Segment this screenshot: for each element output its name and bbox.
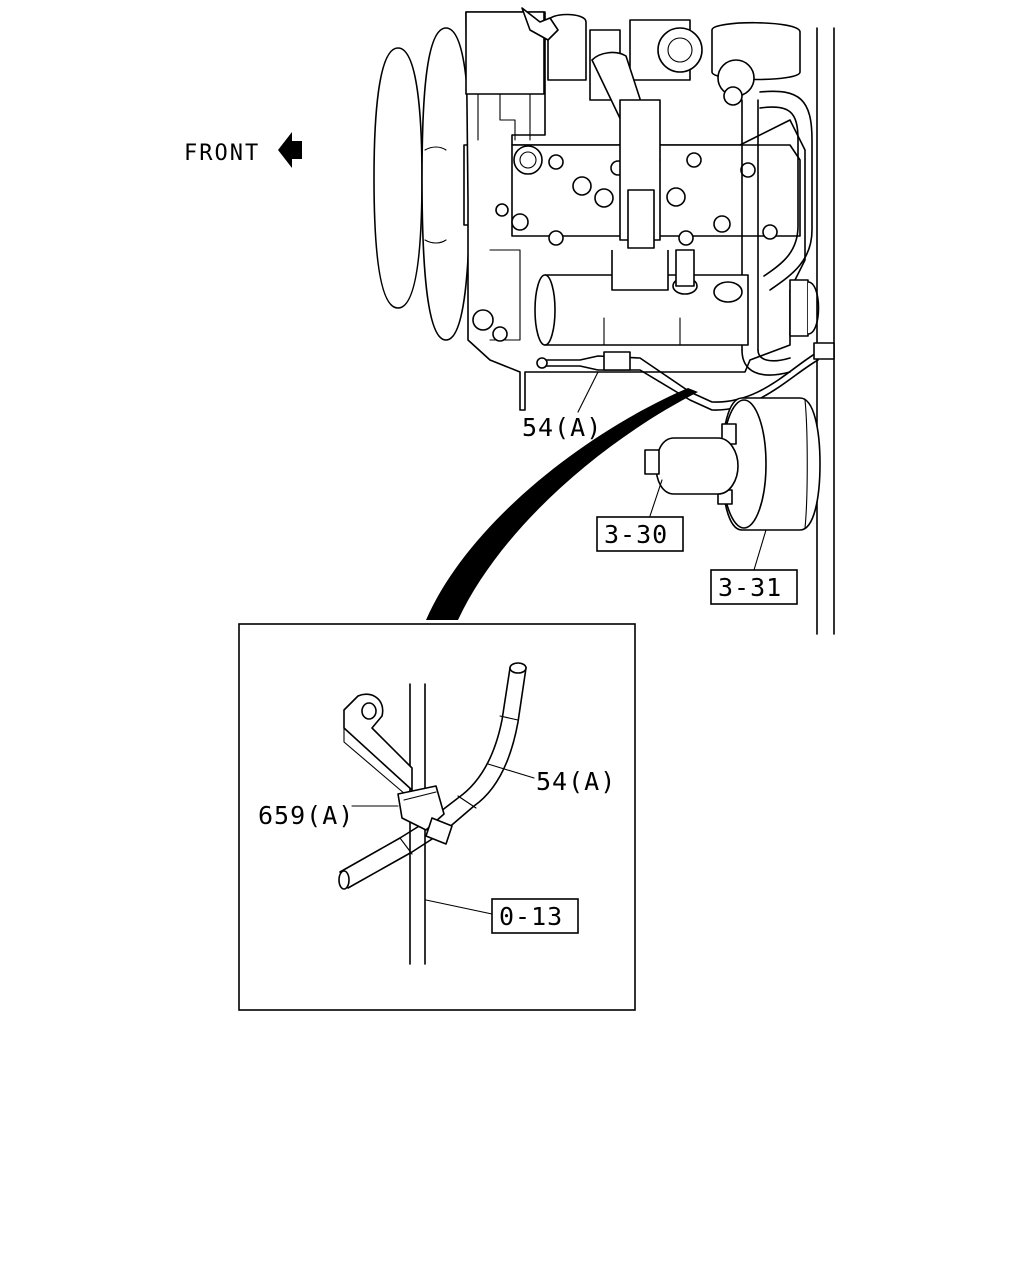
callout-0-13: 0-13 xyxy=(499,902,563,931)
left-arrow-icon xyxy=(278,132,302,168)
callout-3-30-box xyxy=(596,516,684,552)
engine-illustration xyxy=(373,7,835,635)
gauge-assembly xyxy=(644,397,821,531)
callout-54a-detail: 54(A) xyxy=(536,767,616,796)
callout-0-13-box xyxy=(491,898,579,934)
callout-3-31: 3-31 xyxy=(718,573,782,602)
callout-659a: 659(A) xyxy=(258,801,354,830)
cable-on-engine xyxy=(536,342,835,411)
detail-view: 659(A) 54(A) 0-13 xyxy=(238,623,636,1011)
detail-callout-wedge xyxy=(426,388,698,620)
front-label: FRONT xyxy=(184,141,260,166)
callout-3-31-box xyxy=(710,569,798,605)
front-indicator: FRONT xyxy=(184,132,302,168)
callout-3-30: 3-30 xyxy=(604,520,668,549)
callout-54a-top: 54(A) xyxy=(522,413,602,442)
